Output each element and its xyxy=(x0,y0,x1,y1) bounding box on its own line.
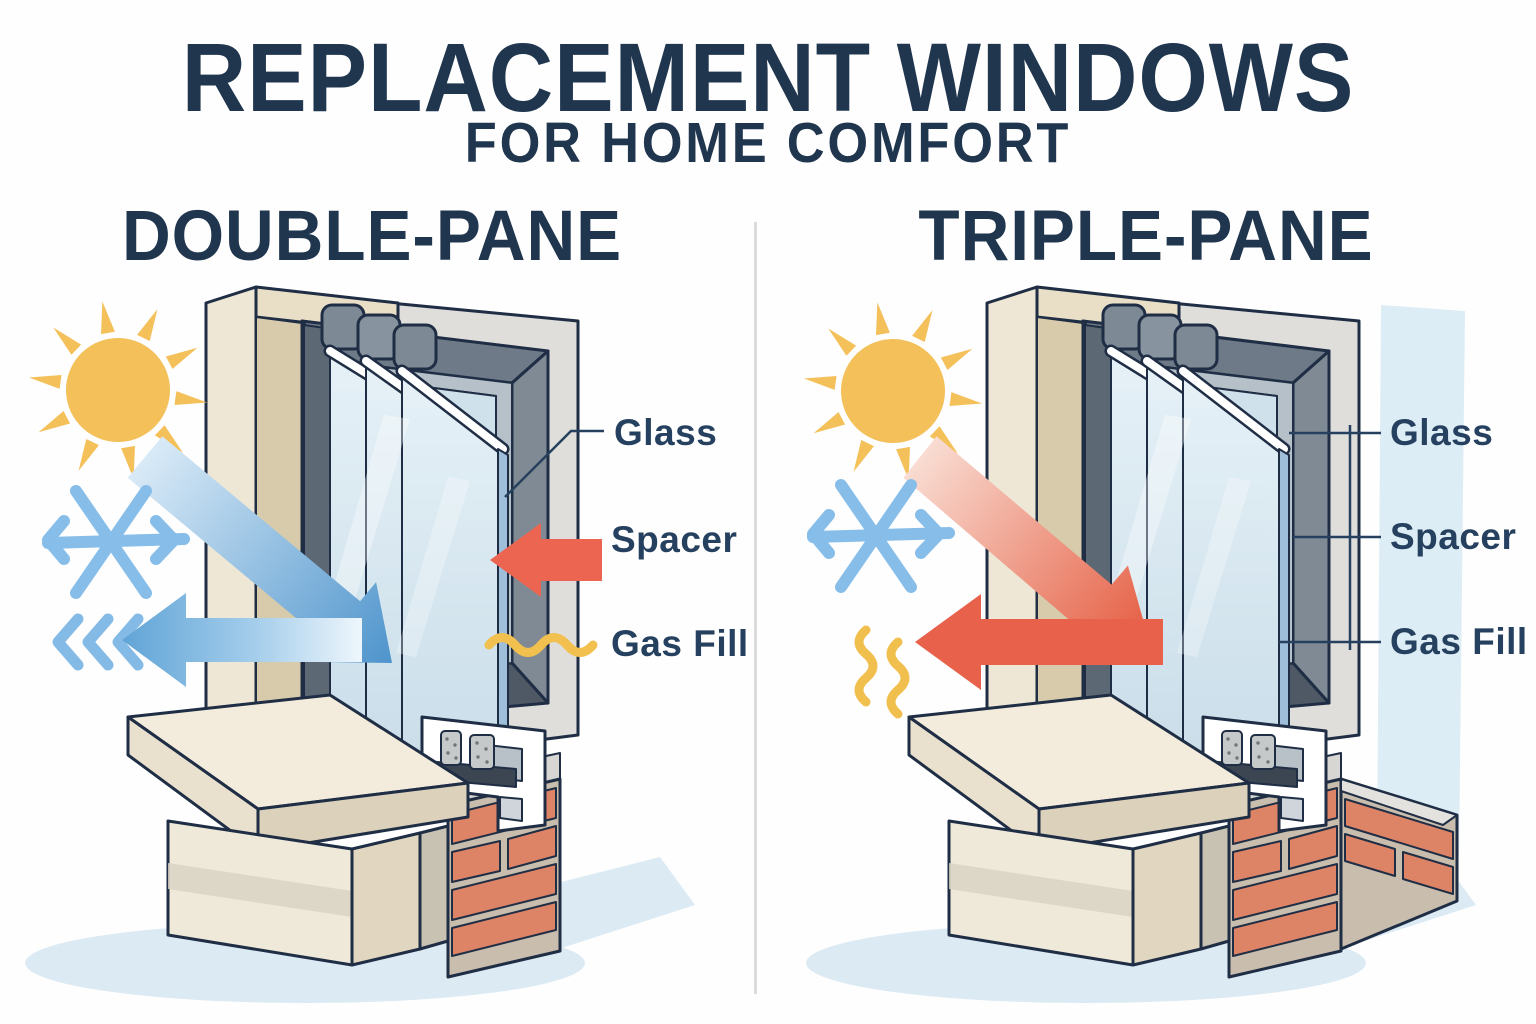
solar-heat-diagonal-arrow xyxy=(903,436,1153,655)
spacer-pointer-arrow xyxy=(490,523,602,597)
heat-wave-squiggles xyxy=(854,625,910,719)
panel-divider xyxy=(754,222,757,994)
label-glass: Glass xyxy=(614,412,718,453)
glass-leader-line xyxy=(504,429,604,498)
heat-loss-diagonal-arrow xyxy=(127,436,392,663)
brick-ledge xyxy=(1339,777,1459,951)
page-subtitle: FOR HOME COMFORT xyxy=(464,111,1072,175)
reflected-heat-left-arrow xyxy=(915,594,1163,690)
label-spacer: Spacer xyxy=(611,519,738,560)
label-spacer: Spacer xyxy=(1390,516,1517,557)
heading-triple-pane: TRIPLE-PANE xyxy=(918,197,1374,276)
sun-icon xyxy=(16,292,220,488)
label-leader-lines xyxy=(1279,425,1381,650)
background-light-band xyxy=(1377,305,1465,857)
draft-left-arrow xyxy=(122,593,362,687)
sun-icon xyxy=(791,293,995,489)
triple-pane-diagram xyxy=(791,265,1536,1024)
label-gas-fill: Gas Fill xyxy=(611,623,749,664)
page-title: REPLACEMENT WINDOWS xyxy=(181,23,1355,132)
gas-fill-wave xyxy=(484,633,598,657)
snowflake-icon xyxy=(813,485,949,587)
label-gas-fill: Gas Fill xyxy=(1390,621,1528,662)
double-pane-diagram xyxy=(16,265,755,1024)
heading-double-pane: DOUBLE-PANE xyxy=(121,197,623,276)
label-glass: Glass xyxy=(1390,412,1494,453)
draft-chevrons xyxy=(52,613,144,671)
